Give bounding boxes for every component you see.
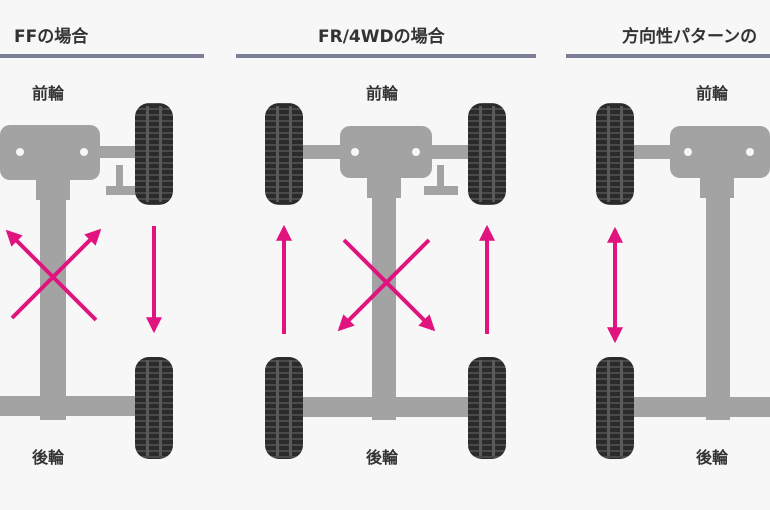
panel-rule-ff	[0, 54, 204, 58]
chassis-directional	[630, 126, 770, 420]
chassis-fr-4wd	[300, 126, 470, 420]
chassis-ff	[0, 125, 145, 420]
rear-wheel-label-directional: 後輪	[696, 448, 729, 467]
rear-wheel-label-ff: 後輪	[32, 448, 65, 467]
panel-rule-directional	[566, 54, 770, 58]
tire-front-right-ff	[135, 103, 173, 205]
rotation-arrows-ff	[5, 226, 162, 334]
panel-title-directional: 方向性パターンの	[622, 27, 758, 47]
rotation-arrows-fr-4wd	[276, 224, 495, 334]
tire-rear-left-fr-4wd	[265, 357, 303, 459]
panel-rule-fr-4wd	[236, 54, 536, 58]
tire-rear-left-directional	[596, 357, 634, 459]
front-wheel-label-fr-4wd: 前輪	[366, 84, 399, 103]
panel-title-ff: FFの場合	[14, 27, 89, 47]
tire-front-right-fr-4wd	[468, 103, 506, 205]
tire-rear-right-fr-4wd	[468, 357, 506, 459]
tire-front-left-fr-4wd	[265, 103, 303, 205]
tire-front-left-directional	[596, 103, 634, 205]
front-wheel-label-ff: 前輪	[32, 84, 65, 103]
tire-rear-right-ff	[135, 357, 173, 459]
rear-wheel-label-fr-4wd: 後輪	[366, 448, 399, 467]
panel-title-fr-4wd: FR/4WDの場合	[318, 27, 445, 47]
front-wheel-label-directional: 前輪	[696, 84, 729, 103]
